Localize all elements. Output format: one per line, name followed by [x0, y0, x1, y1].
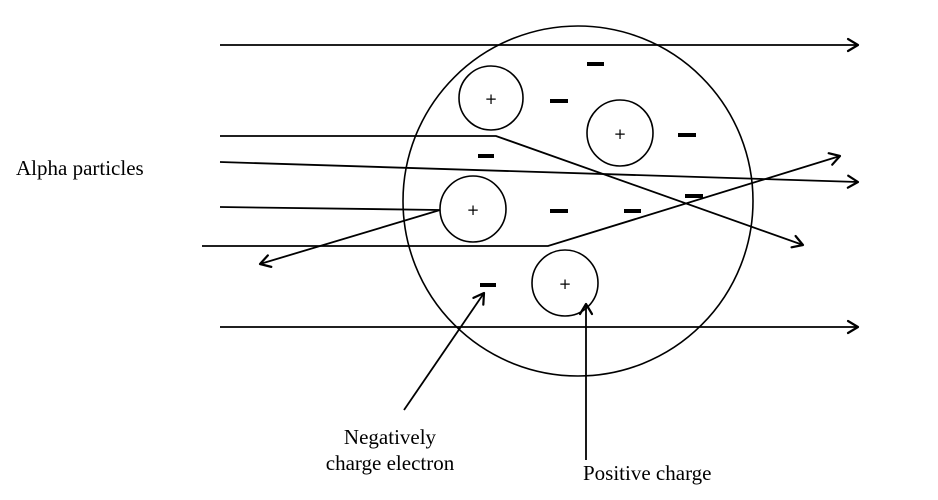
positive-sign: +: [467, 201, 480, 219]
positive-sign: +: [614, 125, 627, 143]
positive-sign: +: [485, 90, 498, 108]
electron-minus-sign: [587, 62, 604, 66]
positive-charge-2: +: [586, 99, 654, 167]
electron-callout-arrow: [403, 291, 486, 411]
positive-charge-4: +: [531, 249, 599, 317]
negative-electron-label-line-1: Negatively: [343, 425, 437, 449]
electron-minus-sign: [678, 133, 696, 137]
positive-charge-1: +: [458, 65, 524, 131]
alpha-particles-label: Alpha particles: [16, 156, 144, 180]
electron-minus-sign: [480, 283, 496, 287]
electron-minus-sign: [550, 99, 568, 103]
electron-minus-sign: [624, 209, 641, 213]
negative-electron-label-line-2: charge electron: [325, 451, 455, 475]
electron-minus-sign: [685, 194, 703, 198]
alpha-path-slight-deflection: [219, 161, 860, 189]
electron-minus-sign: [478, 154, 494, 158]
positive-sign: +: [559, 275, 572, 293]
electron-minus-sign: [550, 209, 568, 213]
atom-circle: [402, 25, 754, 377]
alpha-path-deflected-down: [220, 135, 805, 249]
positive-charge-label: Positive charge: [583, 461, 712, 485]
negative-electron-label: Negatively charge electron: [322, 424, 458, 476]
alpha-path-deflected-up: [202, 152, 842, 247]
positive-charge-3: +: [439, 175, 507, 243]
